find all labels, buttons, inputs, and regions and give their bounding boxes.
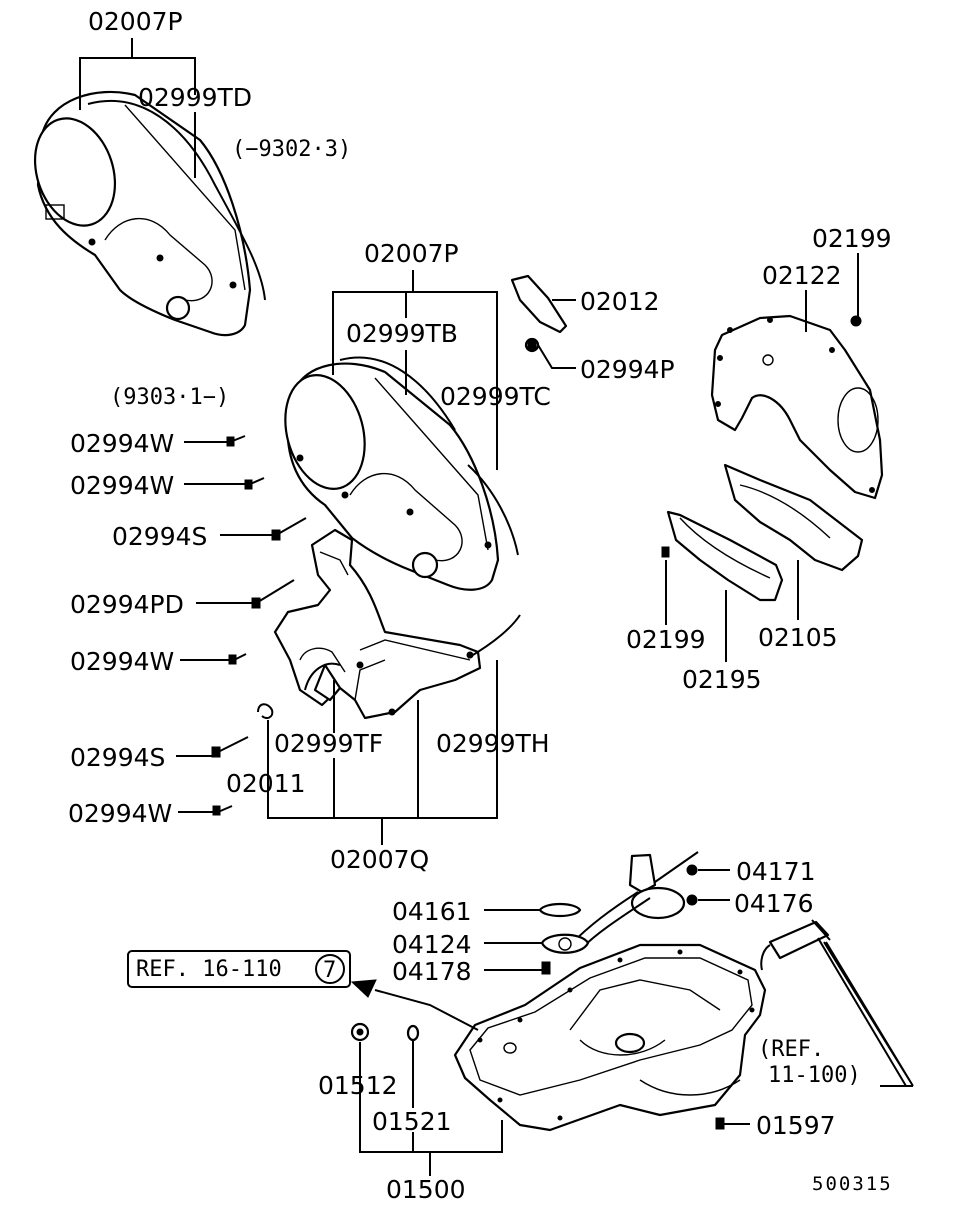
label-02994w-1: 02994W xyxy=(70,429,174,458)
label-04124: 04124 xyxy=(392,930,472,959)
gasket-02999tc-shape xyxy=(467,464,519,556)
label-ref-circle-num: 7 xyxy=(323,958,336,983)
plate-02122-shape xyxy=(710,314,884,500)
bracket-02012-shape xyxy=(510,274,568,334)
label-02007p-top: 02007P xyxy=(88,7,183,36)
label-02994s-1: 02994S xyxy=(112,522,207,551)
label-02012: 02012 xyxy=(580,287,660,316)
label-02999tf: 02999TF xyxy=(274,729,383,758)
leader-lines xyxy=(79,38,914,1176)
label-02007p-mid: 02007P xyxy=(364,239,459,268)
label-02011: 02011 xyxy=(226,769,306,798)
label-02994pd: 02994PD xyxy=(70,590,184,619)
gasket-02999tb-shape xyxy=(339,356,456,431)
label-01500: 01500 xyxy=(386,1175,466,1204)
label-04178: 04178 xyxy=(392,957,472,986)
label-ref-11-100-line1: (REF. xyxy=(758,1037,824,1062)
plug-01512-shape xyxy=(350,1022,370,1042)
gasket-02999tf-shape xyxy=(304,662,341,691)
illustration-code: 500315 xyxy=(812,1173,893,1195)
label-01521: 01521 xyxy=(372,1107,452,1136)
label-02994w-3: 02994W xyxy=(70,647,174,676)
ref-16-110-box xyxy=(127,950,351,988)
gasket-02999th-shape xyxy=(467,614,521,659)
bolt-04171-shape xyxy=(686,864,698,876)
bolt-02994w-1-shape xyxy=(226,435,246,447)
label-02199-top: 02199 xyxy=(812,224,892,253)
bolt-04178-shape xyxy=(541,961,551,975)
gasket-04161-shape xyxy=(538,902,582,918)
label-04171: 04171 xyxy=(736,857,816,886)
gasket-02999td-shape xyxy=(87,99,266,301)
label-04176: 04176 xyxy=(734,889,814,918)
bolt-02199-top-shape xyxy=(850,315,862,327)
gasket-01521-shape xyxy=(406,1024,420,1042)
bolt-02994w-2-shape xyxy=(244,477,265,490)
oil-pickup xyxy=(569,853,686,949)
label-ref-16-110: REF. 16-110 xyxy=(136,957,282,982)
sealant-tube xyxy=(760,919,831,971)
bolt-02994s-1-shape xyxy=(271,517,307,541)
bolt-01597-shape xyxy=(715,1117,725,1130)
label-02999tc: 02999TC xyxy=(440,382,551,411)
label-02007q: 02007Q xyxy=(330,845,429,874)
bolt-02994w-4-shape xyxy=(212,805,233,816)
label-ref-11-100-line2: 11-100) xyxy=(768,1063,861,1088)
label-02999tb: 02999TB xyxy=(346,319,458,348)
label-02105: 02105 xyxy=(758,623,838,652)
label-02994w-4: 02994W xyxy=(68,799,172,828)
label-02999td: 02999TD xyxy=(138,83,252,112)
bolt-02994w-3-shape xyxy=(228,653,247,665)
bolt-02199-bottom-shape xyxy=(661,546,670,558)
bolt-02994p-shape xyxy=(524,337,540,353)
bolt-02994pd-shape xyxy=(251,579,295,609)
upper-timing-cover-new xyxy=(284,362,500,591)
note-from-9303: (9303·1−) xyxy=(110,385,229,410)
clip-02011-shape xyxy=(257,703,274,719)
label-02994w-2: 02994W xyxy=(70,471,174,500)
ref-16-110-circle xyxy=(315,954,345,984)
bolt-04176-shape xyxy=(686,894,698,906)
label-01512: 01512 xyxy=(318,1071,398,1100)
gasket-04124-shape xyxy=(540,933,590,954)
upper-timing-cover-old xyxy=(33,90,252,337)
label-02994s-2: 02994S xyxy=(70,743,165,772)
label-04161: 04161 xyxy=(392,897,472,926)
label-02999th: 02999TH xyxy=(436,729,550,758)
label-02195: 02195 xyxy=(682,665,762,694)
label-02199-bottom: 02199 xyxy=(626,625,706,654)
oil-pan xyxy=(453,943,767,1132)
note-upto-9302: (−9302·3) xyxy=(232,137,351,162)
bolt-02994s-2-shape xyxy=(211,736,249,758)
label-02122: 02122 xyxy=(762,261,842,290)
label-02994p: 02994P xyxy=(580,355,675,384)
label-01597: 01597 xyxy=(756,1111,836,1140)
